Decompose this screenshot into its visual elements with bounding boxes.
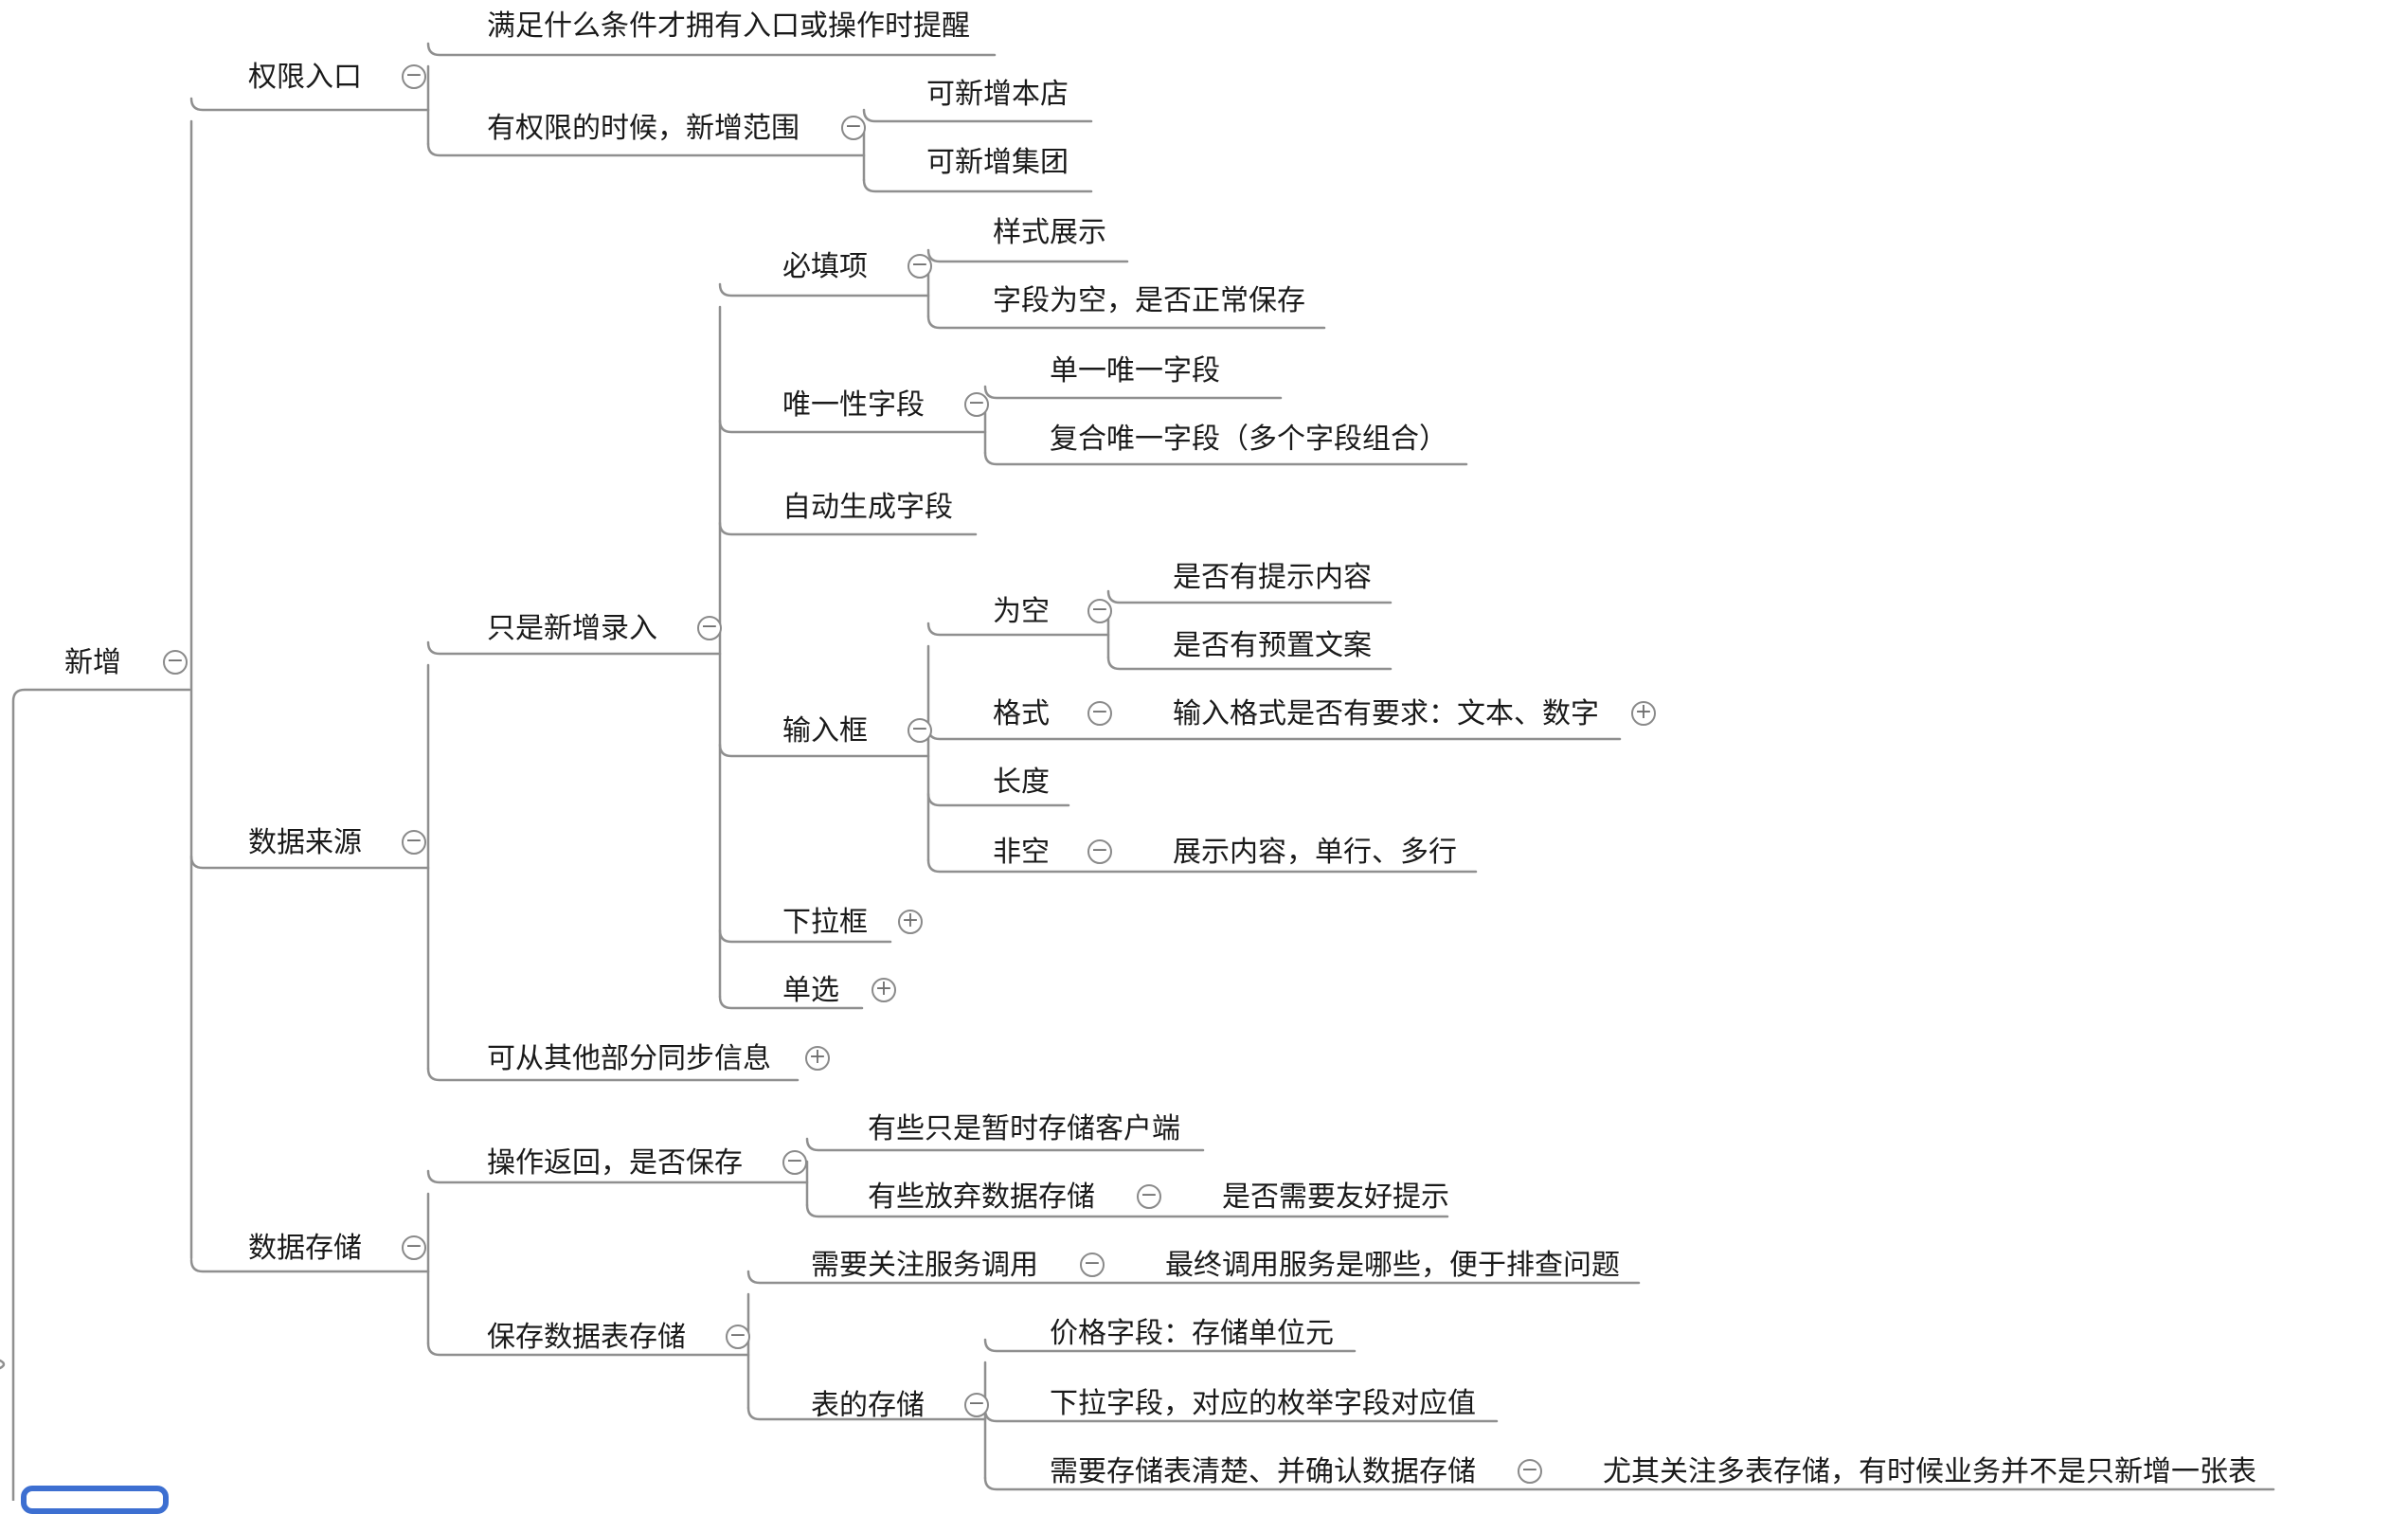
node-fuwu[interactable]: 需要关注服务调用 — [811, 1249, 1038, 1282]
line-youquanxian — [426, 142, 866, 157]
node-shujulaiyuan[interactable]: 数据来源 — [248, 826, 362, 859]
collapse-toggle-caozuo[interactable]: − — [782, 1150, 807, 1175]
node-manzu[interactable]: 满足什么条件才拥有入口或操作时提醒 — [487, 9, 970, 43]
node-zuizhong[interactable]: 最终调用服务是哪些，便于排查问题 — [1165, 1249, 1620, 1282]
line-baocun — [426, 1342, 750, 1357]
node-qingchu[interactable]: 需要存储表清楚、并确认数据存储 — [1050, 1455, 1476, 1488]
node-shurukuang[interactable]: 输入框 — [782, 714, 868, 748]
collapse-toggle-shujulaiyuan[interactable]: − — [402, 830, 426, 855]
selection-highlight — [21, 1486, 169, 1514]
line-tishi — [1106, 589, 1393, 604]
node-jiage[interactable]: 价格字段：存储单位元 — [1050, 1317, 1334, 1350]
node-geshiyaoqiu[interactable]: 输入格式是否有要求：文本、数字 — [1173, 697, 1599, 730]
node-shujucunchu[interactable]: 数据存储 — [248, 1232, 362, 1265]
node-zanshi[interactable]: 有些只是暂时存储客户端 — [868, 1112, 1180, 1145]
collapse-toggle-baocun[interactable]: − — [726, 1325, 750, 1349]
expand-toggle-xiala[interactable]: + — [898, 910, 923, 934]
line-danxuan — [718, 995, 864, 1010]
node-yuzhi[interactable]: 是否有预置文案 — [1173, 629, 1372, 662]
collapse-toggle-qingchu[interactable]: − — [1518, 1459, 1542, 1484]
node-root[interactable]: 新增 — [64, 646, 121, 679]
line-root — [11, 688, 191, 1501]
line-yangshi — [926, 248, 1129, 263]
node-kecong[interactable]: 可从其他部分同步信息 — [487, 1042, 771, 1075]
line-bendian — [862, 108, 1093, 123]
collapse-toggle-fangqi[interactable]: − — [1137, 1184, 1161, 1209]
node-feikong[interactable]: 非空 — [993, 836, 1050, 869]
collapse-toggle-zhishi[interactable]: − — [697, 616, 722, 640]
line-caozuo — [426, 1169, 809, 1184]
line-weiyi — [718, 419, 987, 434]
line-fangqi — [805, 1203, 1449, 1218]
collapse-toggle-root[interactable]: − — [163, 650, 188, 675]
expand-toggle-kecong[interactable]: + — [805, 1046, 830, 1071]
node-geshi[interactable]: 格式 — [993, 697, 1050, 730]
line-yuzhi — [1106, 656, 1393, 671]
node-changdu[interactable]: 长度 — [993, 766, 1050, 799]
line-shujucunchu — [189, 1258, 430, 1273]
line-jituan — [862, 178, 1093, 193]
node-weikong[interactable]: 为空 — [993, 595, 1050, 628]
collapse-toggle-bitian[interactable]: − — [907, 254, 932, 279]
node-yangshi[interactable]: 样式展示 — [993, 216, 1106, 249]
line-danwei — [983, 385, 1283, 400]
node-youqi[interactable]: 尤其关注多表存储，有时候业务并不是只新增一张表 — [1603, 1455, 2256, 1488]
line-jiage — [983, 1338, 1357, 1353]
node-weiyi[interactable]: 唯一性字段 — [782, 388, 925, 422]
node-bitian[interactable]: 必填项 — [782, 250, 868, 283]
line-shurukuang — [718, 743, 930, 758]
line-kecong — [426, 1067, 800, 1082]
line-zidong — [718, 521, 978, 536]
collapse-toggle-quanxian[interactable]: − — [402, 64, 426, 89]
node-zhanshi[interactable]: 展示内容，单行、多行 — [1173, 836, 1457, 869]
node-xiala[interactable]: 下拉框 — [782, 906, 868, 939]
expand-toggle-danxuan[interactable]: + — [872, 978, 896, 1002]
line-zhishi — [426, 640, 722, 656]
collapse-toggle-weiyi[interactable]: − — [964, 392, 989, 417]
line-changdu — [926, 792, 1070, 807]
line-quanxian — [189, 97, 430, 112]
collapse-toggle-youquanxian[interactable]: − — [841, 116, 866, 140]
node-caozuo[interactable]: 操作返回，是否保存 — [487, 1146, 743, 1180]
node-fuhe[interactable]: 复合唯一字段（多个字段组合） — [1050, 423, 1447, 456]
line-shujulaiyuan — [189, 855, 430, 870]
line-manzu — [426, 42, 997, 57]
node-ziduanweikong[interactable]: 字段为空，是否正常保存 — [993, 284, 1305, 317]
line-ziduanweikong — [926, 315, 1326, 330]
node-quanxian[interactable]: 权限入口 — [248, 61, 362, 94]
node-baocun[interactable]: 保存数据表存储 — [487, 1321, 686, 1354]
collapse-toggle-weikong[interactable]: − — [1087, 599, 1112, 623]
node-tishi[interactable]: 是否有提示内容 — [1173, 561, 1372, 594]
node-danwei[interactable]: 单一唯一字段 — [1050, 354, 1220, 388]
node-fangqi[interactable]: 有些放弃数据存储 — [868, 1181, 1095, 1214]
collapse-toggle-geshi[interactable]: − — [1087, 701, 1112, 726]
line-qingchu — [983, 1476, 2275, 1491]
node-zidong[interactable]: 自动生成字段 — [782, 491, 953, 524]
line-zanshi — [805, 1137, 1205, 1152]
node-bendian[interactable]: 可新增本店 — [926, 78, 1069, 111]
line-biao — [746, 1406, 987, 1421]
expand-toggle-geshiyaoqiu[interactable]: + — [1631, 701, 1656, 726]
node-youhao[interactable]: 是否需要友好提示 — [1222, 1181, 1449, 1214]
line-feikong — [926, 858, 1478, 874]
line-offscreen-stub — [0, 1359, 6, 1370]
collapse-toggle-shujucunchu[interactable]: − — [402, 1235, 426, 1260]
line-fuwu — [746, 1270, 1641, 1285]
node-biao[interactable]: 表的存储 — [811, 1389, 925, 1422]
node-youquanxian[interactable]: 有权限的时候，新增范围 — [487, 112, 800, 145]
node-jituan[interactable]: 可新增集团 — [926, 146, 1069, 179]
collapse-toggle-feikong[interactable]: − — [1087, 839, 1112, 864]
line-weikong — [926, 622, 1110, 637]
collapse-toggle-biao[interactable]: − — [964, 1393, 989, 1417]
node-xialaziduan[interactable]: 下拉字段，对应的枚举字段对应值 — [1050, 1387, 1476, 1420]
collapse-toggle-shurukuang[interactable]: − — [907, 718, 932, 743]
line-bitian — [718, 282, 930, 297]
line-fuhe — [983, 451, 1468, 466]
collapse-toggle-fuwu[interactable]: − — [1080, 1253, 1105, 1277]
node-zhishi[interactable]: 只是新增录入 — [487, 612, 657, 645]
node-danxuan[interactable]: 单选 — [782, 974, 839, 1007]
line-xiala — [718, 928, 892, 944]
